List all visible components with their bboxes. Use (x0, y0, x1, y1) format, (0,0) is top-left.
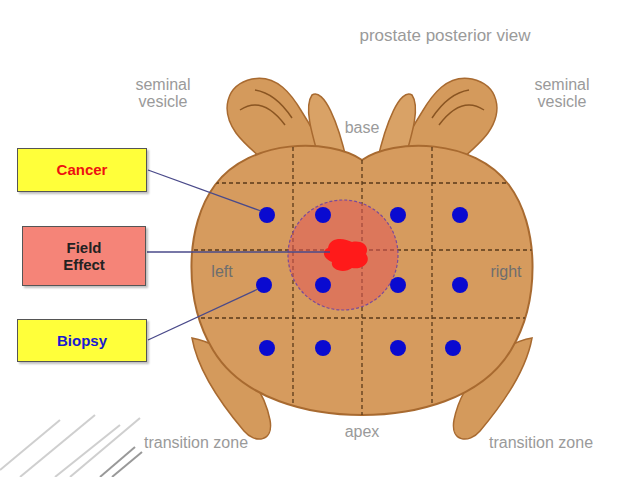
field-effect-zone (288, 200, 398, 310)
cancer-lesion (324, 239, 368, 271)
callout-box: Biopsy (17, 319, 147, 362)
zone-grid (180, 140, 545, 420)
part-label: transition zone (141, 435, 251, 452)
callout-box: Cancer (17, 148, 147, 192)
callout-label: Field Effect (49, 239, 119, 274)
callout-box: Field Effect (22, 226, 146, 286)
diagram-title: prostate posterior view (359, 27, 530, 45)
prostate-body (191, 146, 532, 415)
leader-lines (147, 170, 330, 340)
biopsy-needles (0, 415, 142, 477)
part-label: apex (345, 424, 380, 441)
part-label: left (211, 264, 232, 281)
part-label: seminal vesicle (123, 77, 203, 111)
callout-label: Cancer (57, 161, 108, 178)
part-label: right (490, 264, 521, 281)
part-label: seminal vesicle (522, 77, 602, 111)
part-label: base (345, 120, 380, 137)
biopsy-dots (256, 207, 468, 356)
callout-label: Biopsy (57, 332, 107, 349)
part-label: transition zone (486, 435, 596, 452)
